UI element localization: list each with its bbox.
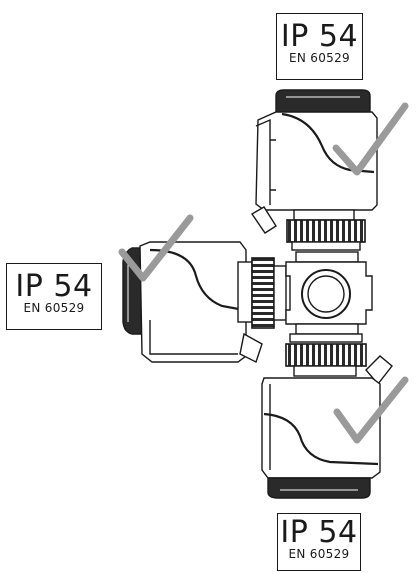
check-mark-icon xyxy=(332,102,409,176)
bottom-actuator-cap xyxy=(267,477,371,499)
ip-rating-text: IP 54 xyxy=(15,269,93,304)
valve-body-illustration xyxy=(285,251,373,343)
top-actuator-housing xyxy=(255,111,378,211)
bottom-actuator xyxy=(261,343,409,499)
top-actuator xyxy=(250,89,409,251)
left-actuator xyxy=(118,214,287,363)
standard-text: EN 60529 xyxy=(289,51,350,65)
ip-rating-label-top: IP 54 EN 60529 xyxy=(276,13,363,80)
left-coupling-nut xyxy=(251,257,275,329)
ip-rating-label-left: IP 54 EN 60529 xyxy=(6,263,102,330)
ip-rating-text: IP 54 xyxy=(280,515,358,550)
standard-text: EN 60529 xyxy=(23,301,85,315)
top-coupling-nut xyxy=(286,219,366,243)
check-mark-icon xyxy=(118,214,194,282)
bottom-actuator-housing xyxy=(261,377,381,479)
ip-rating-label-bottom: IP 54 EN 60529 xyxy=(277,513,361,571)
check-mark-icon xyxy=(333,376,409,444)
standard-text: EN 60529 xyxy=(288,547,350,561)
ip-rating-text: IP 54 xyxy=(280,19,359,54)
bottom-coupling-nut xyxy=(285,343,367,367)
